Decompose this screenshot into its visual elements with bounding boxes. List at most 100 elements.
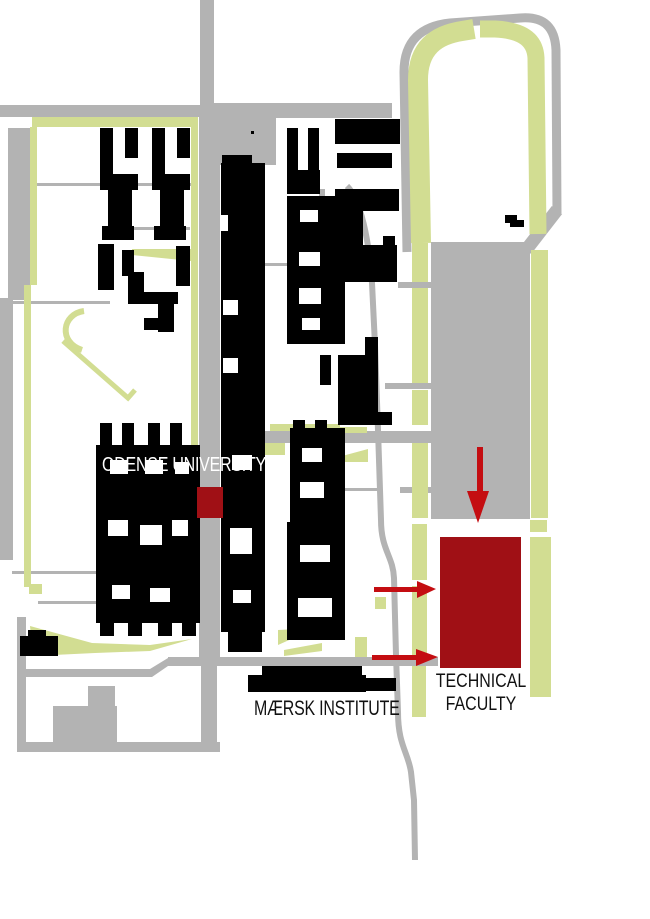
building-cut <box>232 455 252 470</box>
technical-faculty-label: TECHNICAL FACULTY <box>431 670 532 716</box>
road-bottom-left-horizontal <box>17 742 220 752</box>
green-arc <box>62 308 85 353</box>
green-frame-top <box>32 117 198 127</box>
green-col-5 <box>412 524 427 580</box>
green-col-4 <box>412 443 428 518</box>
building <box>335 119 400 144</box>
arrow-right-mid-head <box>417 581 436 598</box>
building <box>100 623 114 636</box>
green-outer-col-2 <box>530 520 547 532</box>
green-frame-left <box>30 127 37 285</box>
building-cut <box>233 590 251 603</box>
building-cut <box>221 215 228 231</box>
green-hook <box>29 584 42 594</box>
green-frame-right <box>191 117 198 447</box>
road-maersk-ramp <box>25 658 168 677</box>
building-cut <box>140 525 162 545</box>
building <box>100 128 113 174</box>
building <box>338 355 365 393</box>
building-cut <box>302 448 322 462</box>
gray-block-1 <box>53 706 117 744</box>
green-band-bottom-left <box>30 626 192 656</box>
building-cut <box>108 520 128 536</box>
arrow-right-low-shaft <box>372 655 418 660</box>
building <box>125 128 138 158</box>
green-col-3 <box>412 390 428 425</box>
building-cut <box>175 462 189 474</box>
building <box>108 190 132 226</box>
building-cut <box>298 598 332 617</box>
road-thin-3 <box>0 301 110 304</box>
building-cut <box>172 520 188 536</box>
building-dot <box>251 131 254 134</box>
building <box>28 630 46 638</box>
building <box>378 412 392 425</box>
building <box>154 226 186 240</box>
green-outer-col-3 <box>530 537 551 697</box>
building-cut <box>112 585 130 599</box>
building-maersk <box>332 678 396 691</box>
building-cut <box>110 460 128 474</box>
green-col-6 <box>412 586 427 655</box>
green-col-1 <box>412 243 428 282</box>
building <box>337 245 397 282</box>
road-bottom-left-vertical <box>17 617 26 750</box>
green-tri-2 <box>284 643 322 656</box>
road-wander <box>344 183 418 861</box>
building <box>122 250 134 276</box>
building <box>365 337 378 393</box>
road-connector-2 <box>385 383 431 389</box>
building <box>383 236 395 246</box>
road-connector-1 <box>398 282 431 288</box>
arrow-right-low-head <box>416 649 438 666</box>
building <box>152 128 165 174</box>
building <box>222 155 252 163</box>
building <box>102 226 134 240</box>
building-cut <box>230 528 252 554</box>
building <box>221 163 265 420</box>
building <box>100 174 138 190</box>
building-cut <box>300 545 330 562</box>
building <box>337 153 392 168</box>
building <box>177 128 190 158</box>
road-thin-6 <box>12 571 105 574</box>
building <box>128 623 142 636</box>
building <box>228 632 262 652</box>
building <box>158 623 172 636</box>
building-cut <box>145 460 163 474</box>
green-diagonal <box>61 339 137 402</box>
building <box>158 292 174 332</box>
building <box>176 246 190 286</box>
building <box>315 420 327 430</box>
green-bit-3 <box>375 597 386 609</box>
green-bit-2 <box>355 637 367 657</box>
technical-faculty-line2: FACULTY <box>445 694 517 715</box>
building <box>287 128 298 170</box>
gray-block-2 <box>88 686 115 708</box>
road-thin-4 <box>222 263 340 266</box>
green-loop-right <box>480 20 547 235</box>
building <box>338 393 378 425</box>
building <box>20 636 58 656</box>
road-top-vertical <box>200 0 214 118</box>
building <box>160 190 184 226</box>
building <box>308 128 319 170</box>
green-col-7 <box>412 666 426 717</box>
building <box>100 423 112 445</box>
road-campus-spine <box>199 117 220 657</box>
building <box>152 174 190 190</box>
building <box>287 522 345 640</box>
odense-university-label: ODENSE UNIVERSITY <box>102 454 266 476</box>
building <box>505 215 517 223</box>
building-cut <box>150 588 170 602</box>
building <box>510 220 524 227</box>
building <box>144 318 160 330</box>
building-cut <box>223 358 238 373</box>
building <box>182 623 196 636</box>
building-cut <box>300 482 324 498</box>
building-cut <box>300 210 318 222</box>
green-outer-col-1 <box>531 250 548 518</box>
building <box>329 228 335 240</box>
